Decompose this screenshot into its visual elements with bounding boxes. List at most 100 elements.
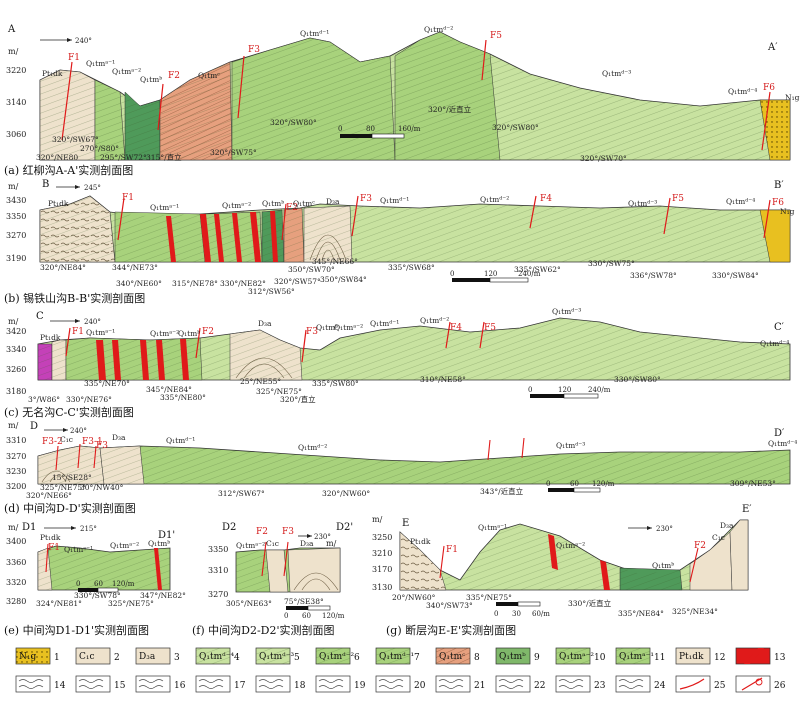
panel-d-att-3: 30°/NW40°	[80, 483, 124, 492]
legend-swatch-18	[255, 675, 291, 693]
panel-b-ytick-0: 3430	[6, 196, 26, 205]
panel-f-fault-f2-label: F2	[256, 527, 268, 537]
panel-e-att-3: 347°/NE82°	[140, 591, 186, 600]
legend-label-1: N₁g	[19, 652, 36, 662]
panel-g-unit-label-5: D₃a	[720, 521, 734, 530]
legend-hatch-8	[436, 648, 470, 664]
panel-a-ytick-0: 3220	[6, 66, 26, 75]
panel-a-fault-f3-label: F3	[248, 45, 260, 55]
panel-c-fault-f1	[65, 327, 71, 357]
panel-f-direction-arrowhead	[307, 534, 312, 538]
panel-b-fault-f6	[763, 199, 771, 239]
panel-c-unit-label-0: Pt₁dk	[40, 333, 61, 342]
panel-d-left-label: D	[30, 421, 38, 432]
panel-c-att-7: 320°/直立	[280, 394, 316, 404]
panel-b-left-label: B	[42, 179, 49, 190]
legend-item-14: 14	[15, 675, 66, 693]
legend-number-14: 14	[54, 681, 66, 691]
panel-b-ytick-3: 3190	[6, 254, 26, 263]
legend-item-22: 22	[495, 675, 545, 693]
panel-d-unit-label-1: D₃a	[112, 433, 126, 442]
legend-hatch-10	[556, 648, 590, 664]
legend-swatch-9	[495, 647, 531, 665]
panel-d-fault-f32-label: F3-2	[42, 437, 63, 447]
panel-g-att-4: 335°/NE84°	[618, 609, 664, 618]
legend-thrust-dot	[755, 678, 763, 686]
panel-g-unit-label-4: C₁c	[712, 533, 725, 542]
panel-e-scale-2: 120/m	[112, 580, 135, 588]
legend-label-10: Q₁tmᵃ⁻²	[559, 652, 594, 662]
panel-a-scale-1: 80	[366, 125, 375, 133]
legend-number-8: 8	[474, 653, 480, 663]
legend-label-11: Q₁tmᵃ⁻¹	[619, 652, 654, 662]
panel-a-scale-2: 160/m	[398, 125, 421, 133]
panel-f-right-label: D2'	[336, 522, 353, 533]
panel-b-scale-bar-black	[452, 278, 490, 282]
panel-d-unit-label-2: Q₁tmᵈ⁻¹	[166, 436, 195, 445]
panel-f: D2 D2' 230° m/ 3350 3310 3270 F2 F3 Q₁tm…	[192, 522, 353, 637]
panel-f-fault-f3-label: F3	[282, 527, 294, 537]
panel-c-scale-0: 0	[528, 386, 532, 394]
panel-b-att-9: 350°/SW84°	[320, 275, 367, 284]
panel-d-att-2: 320°/NE66°	[26, 491, 72, 500]
panel-b-scale-0: 0	[450, 270, 454, 278]
panel-a-fault-f5	[481, 39, 487, 81]
panel-e-unit-label-0: Pt₁dk	[40, 533, 61, 542]
panel-b-unit-label-10: N₁g	[780, 207, 795, 216]
panel-b-direction: 245°	[84, 184, 101, 192]
legend-swatch-2	[75, 647, 111, 665]
panel-b-att-5: 312°/SW56°	[248, 287, 295, 296]
panel-g-unit-label-0: Pt₁dk	[410, 537, 431, 546]
legend-pattern-15	[78, 679, 104, 689]
panel-f-scale-2: 120/m	[322, 612, 345, 620]
panel-c-att-0: 3°/W86°	[28, 395, 60, 404]
panel-g-att-0: 20°/NW60°	[392, 593, 436, 602]
panel-a-direction: 240°	[75, 37, 92, 45]
legend-number-7: 7	[414, 653, 420, 663]
panel-a-unit-label-3: Q₁tmᵇ	[140, 75, 162, 84]
legend-item-20: 20	[375, 675, 426, 693]
panel-a-ng-dots	[760, 100, 790, 160]
panel-b-unit-label-2: Q₁tmᵃ⁻²	[222, 201, 251, 210]
panel-c-fault-f1-label: F1	[72, 327, 84, 337]
panel-a-left-label: A	[7, 24, 16, 35]
legend-number-24: 24	[654, 681, 666, 691]
panel-b-scale-1: 120	[484, 270, 497, 278]
panel-e-unit-label-3: Q₁tmᵇ	[148, 539, 170, 548]
panel-b-ytick-2: 3270	[6, 231, 26, 240]
panel-a: A m/ 240° 3220 3140 3060 F1 F2 F3 F5 F6 …	[4, 24, 800, 177]
legend-pattern-14	[18, 679, 44, 689]
panel-f-da-fold	[293, 572, 339, 591]
panel-b-unit-label-1: Q₁tmᵃ⁻¹	[150, 203, 179, 212]
panel-d-fault-marker-1	[521, 437, 525, 459]
panel-g-right-label: E′	[742, 504, 752, 515]
legend-swatch-25	[675, 675, 711, 693]
panel-b-direction-arrowhead	[75, 185, 80, 189]
legend-item-25: 25	[675, 675, 726, 693]
panel-g-scale-0: 0	[494, 610, 498, 618]
panel-e-right-label: D1'	[158, 530, 175, 541]
panel-c-bedding	[38, 318, 790, 380]
panel-b-att-0: 320°/NE84°	[40, 263, 86, 272]
panel-c-scale-bar-white	[563, 393, 599, 399]
panel-g-dike-1	[600, 560, 610, 590]
panel-a-scale-bar-black	[340, 134, 372, 138]
panel-b-att-14: 330°/SW84°	[712, 271, 759, 280]
panel-c-left-label: C	[36, 311, 44, 322]
panel-g-bedding	[440, 524, 690, 590]
panel-g-fault-f2-label: F2	[694, 541, 706, 551]
panel-b-unit-label-3: Q₁tmᵇ	[262, 199, 284, 208]
panel-c-direction: 240°	[84, 318, 101, 326]
legend-number-25: 25	[714, 681, 726, 691]
legend-number-9: 9	[534, 653, 540, 663]
panel-b-att-7: 350°/SW70°	[288, 265, 335, 274]
legend-number-5: 5	[294, 653, 300, 663]
panel-g-fault-f2	[689, 547, 699, 583]
panel-c-att-6: 325°/NE75°	[256, 387, 302, 396]
panel-d-ytick-1: 3270	[6, 452, 26, 461]
